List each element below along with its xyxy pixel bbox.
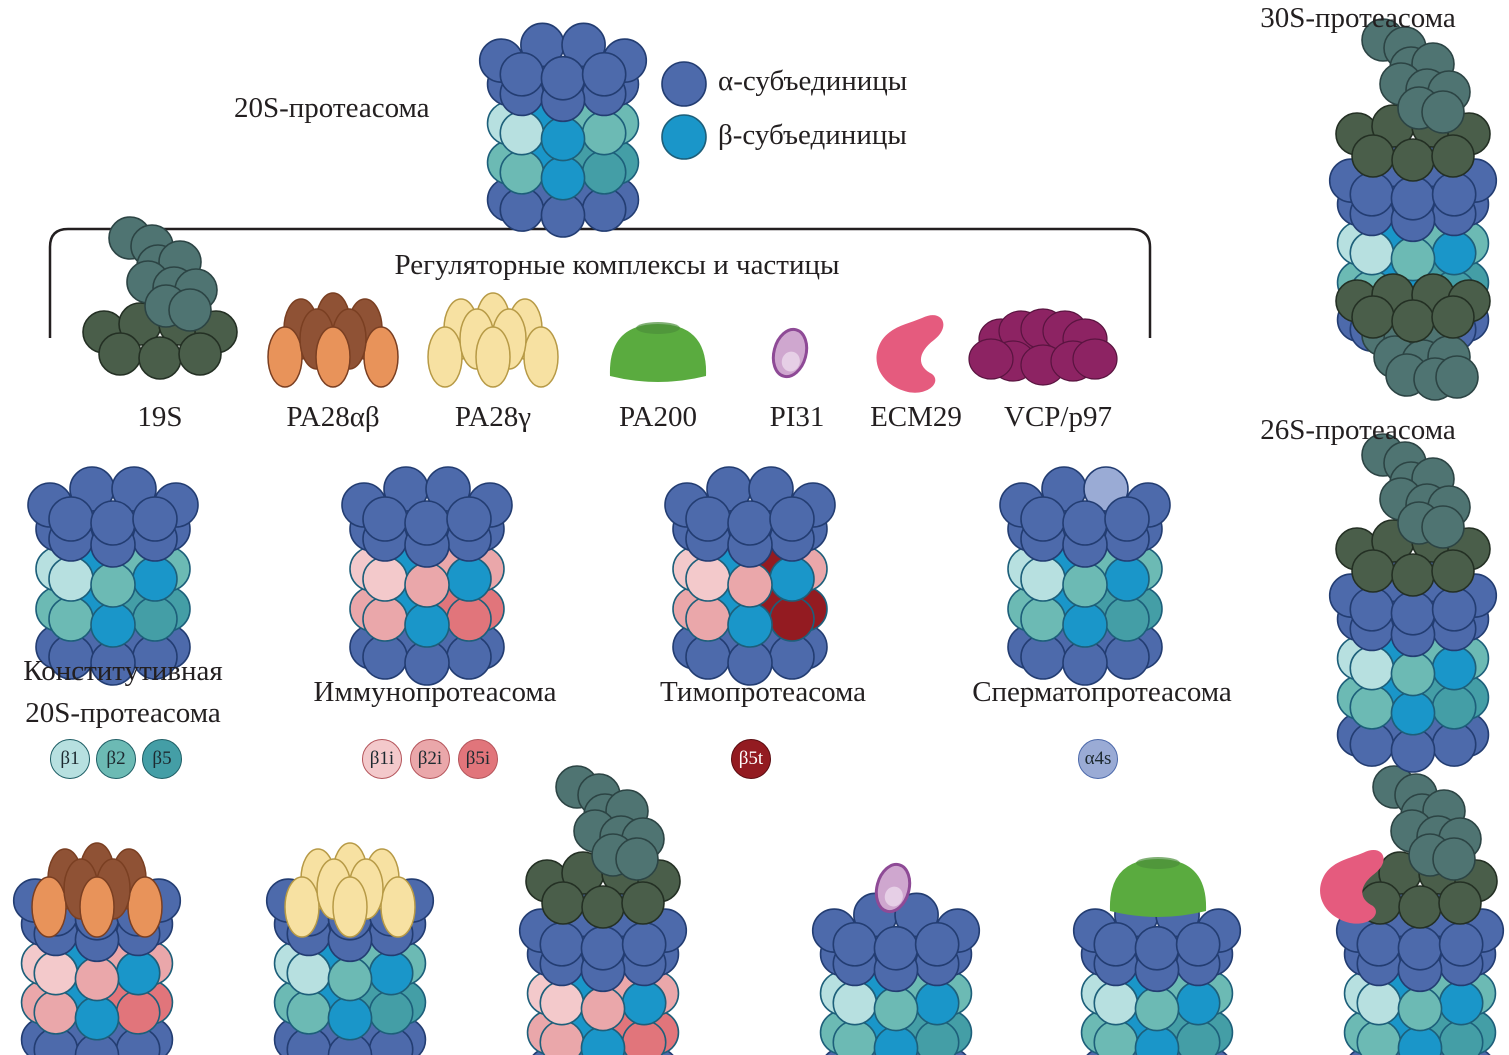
proteasome-thymo bbox=[664, 466, 836, 686]
chip-beta1i: β1i bbox=[362, 739, 402, 779]
proteasome-spermato bbox=[999, 466, 1171, 686]
side-label-30s: 30S-протеасома bbox=[1260, 2, 1456, 34]
proteasome-immuno bbox=[341, 466, 513, 686]
proteasome-thymo-alpha-top bbox=[664, 466, 836, 546]
hybrid-pi31-constitutive bbox=[811, 892, 981, 1055]
hybrid-19s-cap bbox=[525, 765, 681, 929]
chip-beta5: β5 bbox=[142, 739, 182, 779]
regulator-19s bbox=[82, 216, 238, 380]
proteasome-26s-cap bbox=[1335, 433, 1491, 597]
type-label-thymo: Тимопротеасома bbox=[659, 676, 867, 708]
hybrid-pa200-constitutive bbox=[1072, 892, 1242, 1055]
legend-20s-proteasome-alpha-top bbox=[478, 22, 648, 101]
chip-beta5t: β5t bbox=[731, 739, 771, 779]
proteasome-constitutive bbox=[27, 466, 199, 686]
regulator-ecm29 bbox=[876, 315, 944, 393]
alpha-subunit-marker bbox=[661, 61, 707, 107]
hybrid-pa200-constitutive-alpha-top bbox=[1072, 892, 1242, 971]
proteasome-spermato-alpha-top bbox=[999, 466, 1171, 546]
regulators-title: Регуляторные комплексы и частицы bbox=[394, 249, 840, 281]
regulator-label-vcp: VCP/p97 bbox=[1004, 401, 1112, 433]
hybrid-pi31-cap bbox=[874, 862, 912, 914]
hybrid-pa28ab-cap bbox=[31, 842, 163, 938]
regulator-pa28g bbox=[427, 292, 559, 388]
side-label-26s: 26S-протеасома bbox=[1260, 414, 1456, 446]
type-label-constitutive-2: 20S-протеасома bbox=[25, 697, 221, 729]
regulator-label-pa200: PA200 bbox=[619, 401, 697, 433]
regulator-pa200 bbox=[609, 322, 707, 382]
hybrid-pi31-constitutive-alpha-top bbox=[811, 892, 981, 971]
regulator-label-19s: 19S bbox=[137, 401, 183, 433]
legend-beta-label: β-субъединицы bbox=[718, 119, 907, 151]
legend-alpha-label: α-субъединицы bbox=[718, 65, 908, 97]
chip-beta2: β2 bbox=[96, 739, 136, 779]
regulator-pa28ab bbox=[267, 292, 399, 388]
hybrid-pa28g-cap bbox=[284, 842, 416, 938]
regulator-pi31 bbox=[771, 327, 809, 379]
hybrid-ecm29-26s bbox=[1335, 892, 1505, 1055]
chip-beta1: β1 bbox=[50, 739, 90, 779]
regulator-label-pi31: PI31 bbox=[769, 401, 825, 433]
proteasome-immuno-alpha-top bbox=[341, 466, 513, 546]
regulator-vcp-p97 bbox=[968, 308, 1118, 386]
hybrid-ecm29 bbox=[1320, 849, 1384, 924]
regulator-label-ecm29: ECM29 bbox=[870, 401, 962, 433]
proteasome-30s-cap-top bbox=[1335, 18, 1491, 182]
type-label-immuno: Иммунопротеасома bbox=[313, 676, 557, 708]
chip-beta5i: β5i bbox=[458, 739, 498, 779]
type-label-spermato: Сперматопротеасома bbox=[972, 676, 1232, 708]
beta-subunit-marker bbox=[661, 114, 707, 160]
chip-alpha4s: α4s bbox=[1078, 739, 1118, 779]
proteasome-constitutive-alpha-top bbox=[27, 466, 199, 546]
regulator-label-pa28ab: PA28αβ bbox=[286, 401, 380, 433]
proteasome-30s-cap-bottom bbox=[1335, 273, 1491, 401]
legend-title-20s: 20S-протеасома bbox=[234, 92, 430, 124]
hybrid-pa200-cap bbox=[1109, 857, 1207, 917]
chip-beta2i: β2i bbox=[410, 739, 450, 779]
legend-markers bbox=[661, 61, 707, 160]
type-label-constitutive-1: Конститутивная bbox=[23, 655, 223, 687]
legend-20s-proteasome bbox=[478, 22, 648, 238]
regulator-label-pa28g: PA28γ bbox=[454, 401, 532, 433]
